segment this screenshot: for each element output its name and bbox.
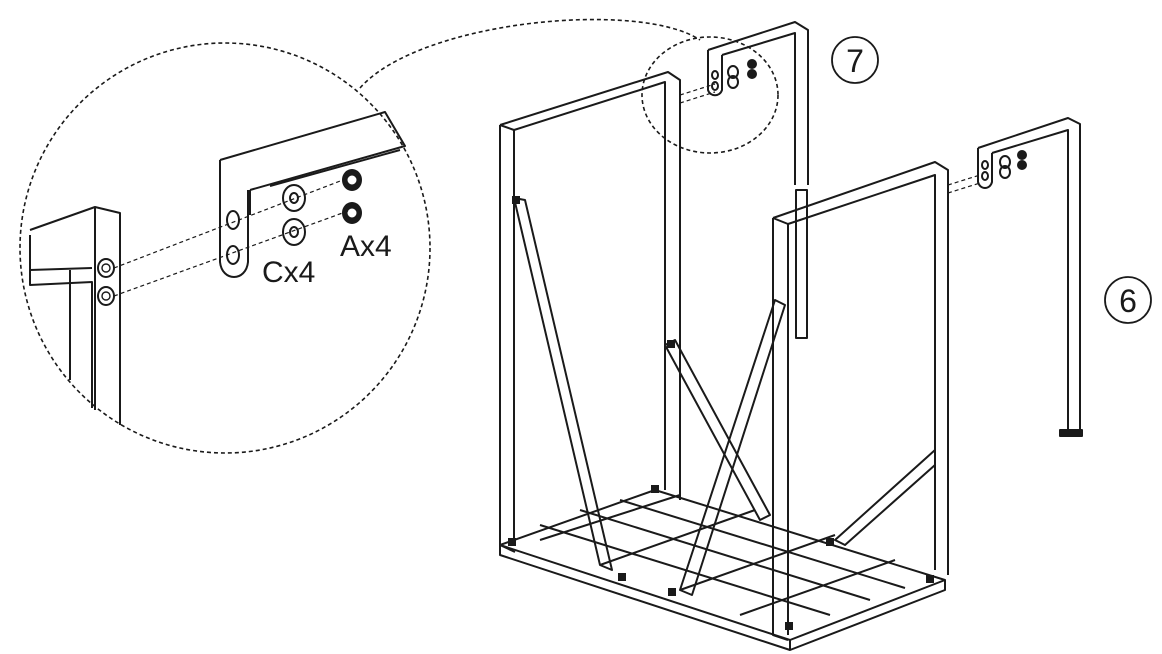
base-frame <box>499 489 946 651</box>
detail-bracket <box>219 111 406 278</box>
source-circle <box>641 36 779 154</box>
detail-bolts <box>342 169 362 224</box>
diagonal-braces <box>513 197 936 596</box>
detail-washers <box>282 184 306 246</box>
detail-callout <box>19 18 779 454</box>
top-frame-piece <box>707 21 809 339</box>
washer-count-label: Cx4 <box>262 256 315 289</box>
svg-text:7: 7 <box>846 43 864 79</box>
bolt-count-label: Ax4 <box>340 230 392 263</box>
top-hardware <box>711 59 757 91</box>
back-frame <box>499 71 681 553</box>
svg-text:6: 6 <box>1119 283 1137 319</box>
detail-leader-line <box>359 18 701 89</box>
step-marker-7: 7 <box>831 36 879 84</box>
side-frame-piece <box>947 117 1083 437</box>
cart-frame <box>499 21 949 651</box>
step-marker-6: 6 <box>1104 276 1152 324</box>
front-frame <box>772 161 949 641</box>
detail-contents <box>29 111 406 425</box>
detail-frame-post <box>29 206 121 425</box>
joint-markers[interactable] <box>508 196 934 630</box>
detail-circle <box>19 42 431 454</box>
top-alignment-lines <box>679 83 716 104</box>
